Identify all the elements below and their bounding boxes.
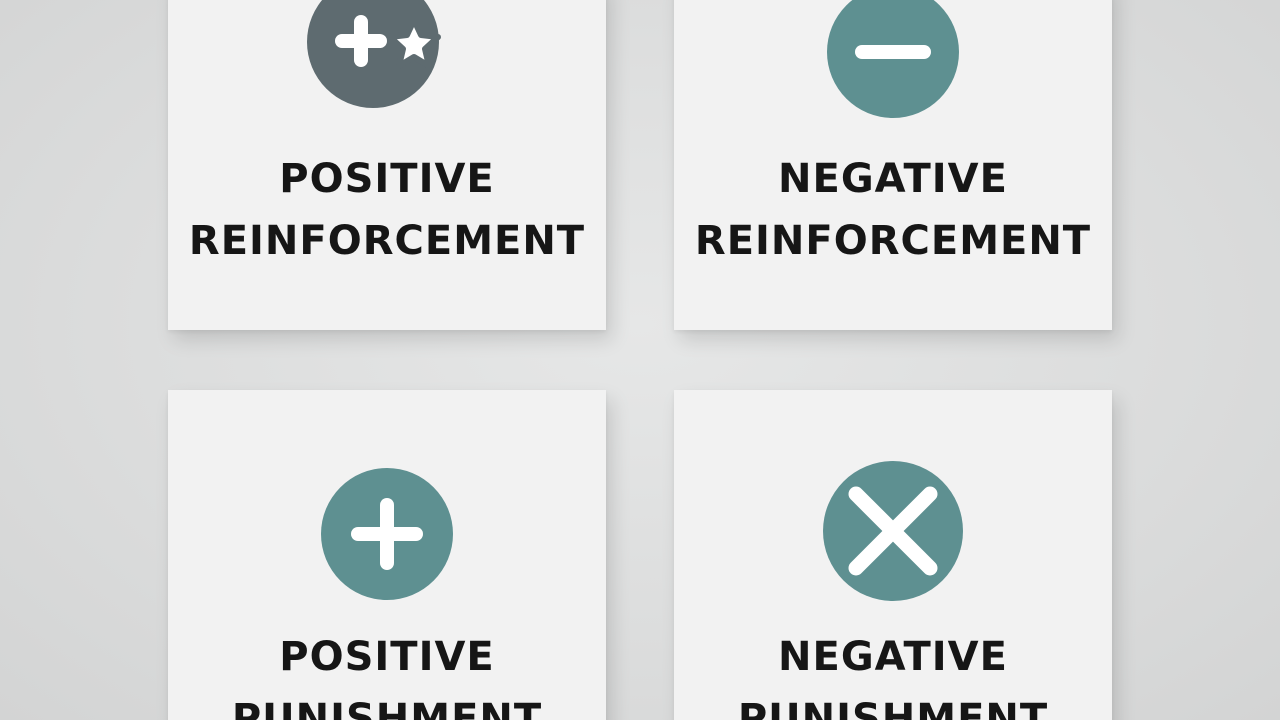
x-icon xyxy=(674,460,1112,602)
card-title-line2: REINFORCEMENT xyxy=(188,218,586,264)
card-positive-punishment: POSITIVE PUNISHMENT xyxy=(168,390,606,720)
card-title-line2: PUNISHMENT xyxy=(231,696,543,720)
card-title-line1: NEGATIVE xyxy=(778,634,1008,680)
minus-icon xyxy=(674,0,1112,120)
plus-icon xyxy=(168,466,606,602)
card-title: POSITIVE PUNISHMENT xyxy=(168,626,606,720)
card-negative-reinforcement: NEGATIVE REINFORCEMENT xyxy=(674,0,1112,330)
card-title: NEGATIVE REINFORCEMENT xyxy=(674,148,1112,272)
card-title-line2: REINFORCEMENT xyxy=(694,218,1092,264)
card-title-line1: NEGATIVE xyxy=(778,156,1008,202)
card-title-line1: POSITIVE xyxy=(279,634,495,680)
card-title: NEGATIVE PUNISHMENT xyxy=(674,626,1112,720)
card-negative-punishment: NEGATIVE PUNISHMENT xyxy=(674,390,1112,720)
card-positive-reinforcement: POSITIVE REINFORCEMENT xyxy=(168,0,606,330)
card-title-line1: POSITIVE xyxy=(279,156,495,202)
card-title-line2: PUNISHMENT xyxy=(737,696,1049,720)
plus-star-icon xyxy=(168,0,606,120)
card-title: POSITIVE REINFORCEMENT xyxy=(168,148,606,272)
